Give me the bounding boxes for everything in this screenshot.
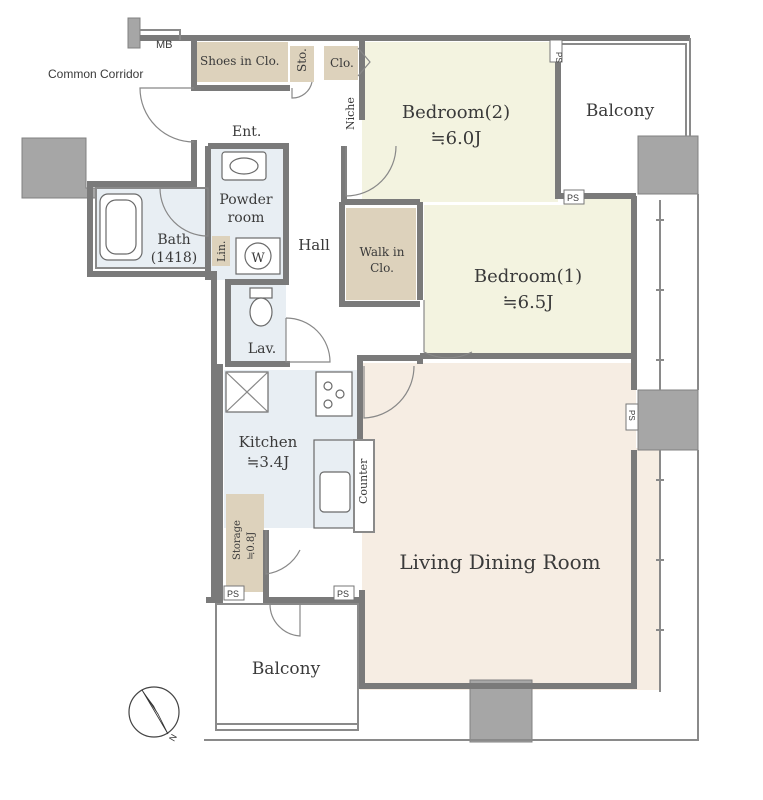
bedroom-1-area[interactable] — [424, 205, 636, 355]
column-top-right — [637, 135, 699, 195]
shoes-closet-area[interactable] — [196, 42, 288, 82]
common-corridor-label: Common Corridor — [48, 67, 143, 81]
storage-door[interactable] — [265, 530, 301, 575]
walls — [87, 29, 699, 741]
clo-label: Clo. — [330, 56, 354, 70]
fixtures — [99, 151, 375, 533]
ps-label-2: PS — [567, 193, 579, 203]
column-top-left — [127, 17, 141, 49]
balcony-top-label: Balcony — [586, 101, 655, 121]
walkin-closet-area[interactable] — [346, 208, 416, 300]
lav-label: Lav. — [248, 341, 276, 357]
storage-area[interactable] — [226, 494, 264, 592]
ps-tags — [223, 39, 639, 601]
ps-label-5: PS — [627, 410, 636, 421]
balcony-door[interactable] — [269, 603, 301, 637]
entrance-label: Ent. — [232, 124, 261, 140]
bedroom-1-size: ≒6.5J — [503, 292, 554, 313]
linen-label: Lin. — [215, 241, 228, 262]
bedroom2-door[interactable] — [345, 145, 397, 197]
living-dining-area[interactable] — [360, 363, 660, 690]
storage-label-1: Storage — [232, 520, 243, 560]
lav-door[interactable] — [285, 317, 331, 363]
washer-label: W — [251, 251, 265, 266]
living-dining-label: Living Dining Room — [399, 550, 600, 574]
window-marks — [656, 219, 664, 631]
balcony-bottom-label: Balcony — [252, 659, 321, 679]
labels: MB Shoes in Clo. Sto. Clo. Common Corrid… — [48, 39, 655, 743]
bedroom-2-area[interactable] — [362, 42, 558, 202]
ps-label-1: PS — [554, 52, 563, 63]
bedroom-2-size: ≒6.0J — [431, 128, 482, 149]
sto-area[interactable] — [290, 46, 314, 82]
column-bottom — [469, 679, 533, 743]
toilet-icon — [249, 287, 273, 299]
clo-area[interactable] — [324, 46, 358, 80]
powder-room-label-1: Powder — [219, 192, 273, 208]
powder-room-label-2: room — [228, 210, 265, 226]
powder-door[interactable] — [159, 187, 209, 237]
shoes-closet-label: Shoes in Clo. — [200, 54, 279, 68]
counter-label: Counter — [357, 458, 370, 504]
linen-area[interactable] — [212, 236, 230, 266]
column-right-mid — [637, 389, 699, 451]
mb-label: MB — [156, 39, 173, 51]
room-fills — [96, 42, 660, 690]
bedroom-2-name: Bedroom(2) — [402, 102, 510, 123]
bath-label-2: (1418) — [151, 250, 198, 266]
walkin-closet-label-2: Clo. — [370, 261, 394, 275]
shoes-door — [291, 81, 313, 99]
kitchen-sink-icon — [319, 471, 351, 513]
stove-icon — [315, 371, 353, 417]
storage-label-2: ≒0.8J — [246, 532, 257, 560]
bedroom-1-name: Bedroom(1) — [474, 266, 582, 287]
structural-columns — [21, 17, 699, 743]
ps-label-4: PS — [337, 589, 349, 599]
doors — [139, 47, 473, 637]
bath-label-1: Bath — [157, 232, 190, 248]
sto-label: Sto. — [295, 48, 309, 72]
walkin-door[interactable] — [423, 300, 473, 359]
clo-door — [357, 47, 371, 77]
compass — [128, 686, 180, 738]
kitchen-size: ≒3.4J — [247, 453, 289, 471]
niche-label: Niche — [344, 97, 357, 130]
column-left — [21, 137, 97, 199]
kitchen-label: Kitchen — [239, 433, 298, 451]
entry-door[interactable] — [139, 87, 195, 143]
hall-label: Hall — [298, 236, 330, 254]
walkin-closet-label-1: Walk in — [360, 245, 405, 259]
ps-label-3: PS — [227, 589, 239, 599]
ldk-door[interactable] — [363, 365, 415, 419]
compass-circle-icon — [128, 686, 180, 738]
compass-n-label: N — [167, 732, 179, 743]
